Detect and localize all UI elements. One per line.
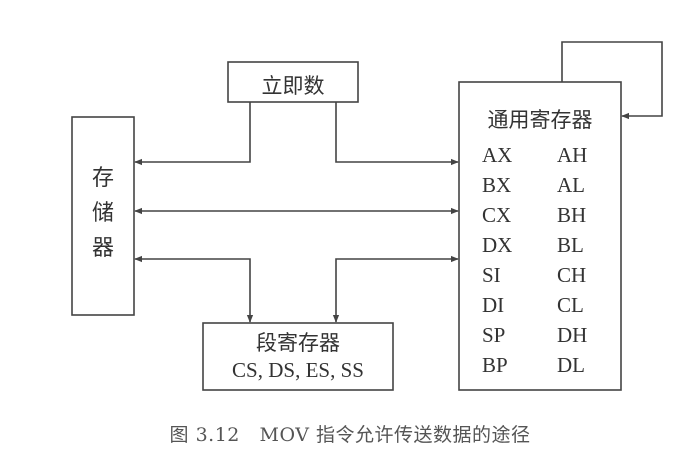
register-ch: CH [557,263,587,287]
general-register-title: 通用寄存器 [487,108,593,132]
arrow-memory-segment [134,255,254,323]
arrow-immediate-to-registers [335,102,459,166]
register-si: SI [482,263,501,287]
register-bp: BP [482,353,508,377]
register-dl: DL [557,353,585,377]
register-bl: BL [557,233,584,257]
register-sp: SP [482,323,506,347]
register-bx: BX [482,173,512,197]
arrow-immediate-to-memory [134,102,251,166]
arrow-registers-segment [332,255,459,323]
segment-register-box [202,322,394,391]
register-al: AL [557,173,585,197]
general-register-box [458,81,622,391]
register-bh: BH [557,203,587,227]
register-dx: DX [482,233,513,257]
immediate-label: 立即数 [261,74,325,98]
register-ah: AH [557,143,588,167]
register-cl: CL [557,293,584,317]
register-di: DI [482,293,505,317]
memory-box [71,116,135,316]
segment-register-title: 段寄存器 [256,331,340,355]
arrow-registers-self-loop [561,41,663,120]
register-cx: CX [482,203,512,227]
memory-label-char-1: 存 [92,166,115,191]
segment-register-names: CS, DS, ES, SS [232,358,364,382]
memory-label-char-2: 储 [92,201,115,226]
memory-label-char-3: 器 [92,236,115,261]
figure-caption: 图 3.12 MOV 指令允许传送数据的途径 [169,424,531,446]
register-ax: AX [482,143,513,167]
immediate-box [227,61,359,103]
register-dh: DH [557,323,588,347]
